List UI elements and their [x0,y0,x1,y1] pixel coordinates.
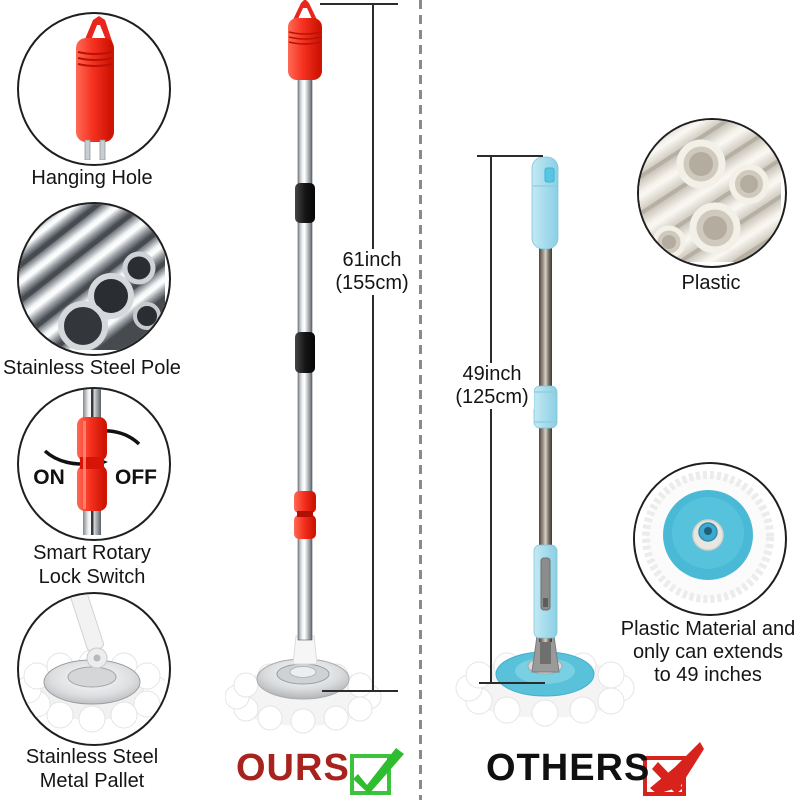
cross-icon [643,742,704,796]
callout-hanging-hole [17,12,171,166]
hanging-hole-handle-icon [76,16,114,160]
callout-label-plastic-plate: Plastic Material and only can extends to… [620,618,796,686]
callout-plastic [637,118,787,268]
plastic-tubes-icon [639,120,781,262]
others-dim-vline [490,156,492,684]
check-icon [350,748,404,795]
metal-pallet-icon [19,594,165,733]
callout-plastic-plate [633,462,787,616]
callout-label-hanging-hole: Hanging Hole [31,167,153,189]
callout-label-steel-pole: Stainless Steel Pole [3,357,181,379]
ours-mop-illustration [225,0,382,734]
others-dim-bottom-cap [479,682,545,684]
callout-rotary-lock: ON OFF [17,387,171,541]
callout-steel-pole [17,202,171,356]
plastic-spin-plate-icon [635,464,781,610]
others-mop-illustration [455,156,635,727]
ours-dimension-label: 61inch (155cm) [330,249,414,295]
rotary-off-label: OFF [115,466,157,489]
ours-dim-vline [372,4,374,692]
others-dim-top-cap [477,155,543,157]
others-dimension-label: 49inch (125cm) [450,363,534,409]
stainless-steel-tubes-icon [19,204,165,350]
ours-dim-bottom-cap [322,690,398,692]
column-divider [419,0,422,800]
callout-metal-pallet [17,592,171,746]
callout-label-metal-pallet: Stainless Steel Metal Pallet [25,746,159,792]
others-verdict-label: OTHERS [486,747,651,789]
rotary-on-label: ON [33,466,65,489]
ours-verdict-label: OURS [236,747,350,789]
callout-label-rotary-lock: Smart Rotary Lock Switch [33,542,151,588]
callout-label-plastic: Plastic [681,272,741,294]
ours-dim-top-cap [320,3,398,5]
rotary-lock-icon: ON OFF [33,389,157,535]
